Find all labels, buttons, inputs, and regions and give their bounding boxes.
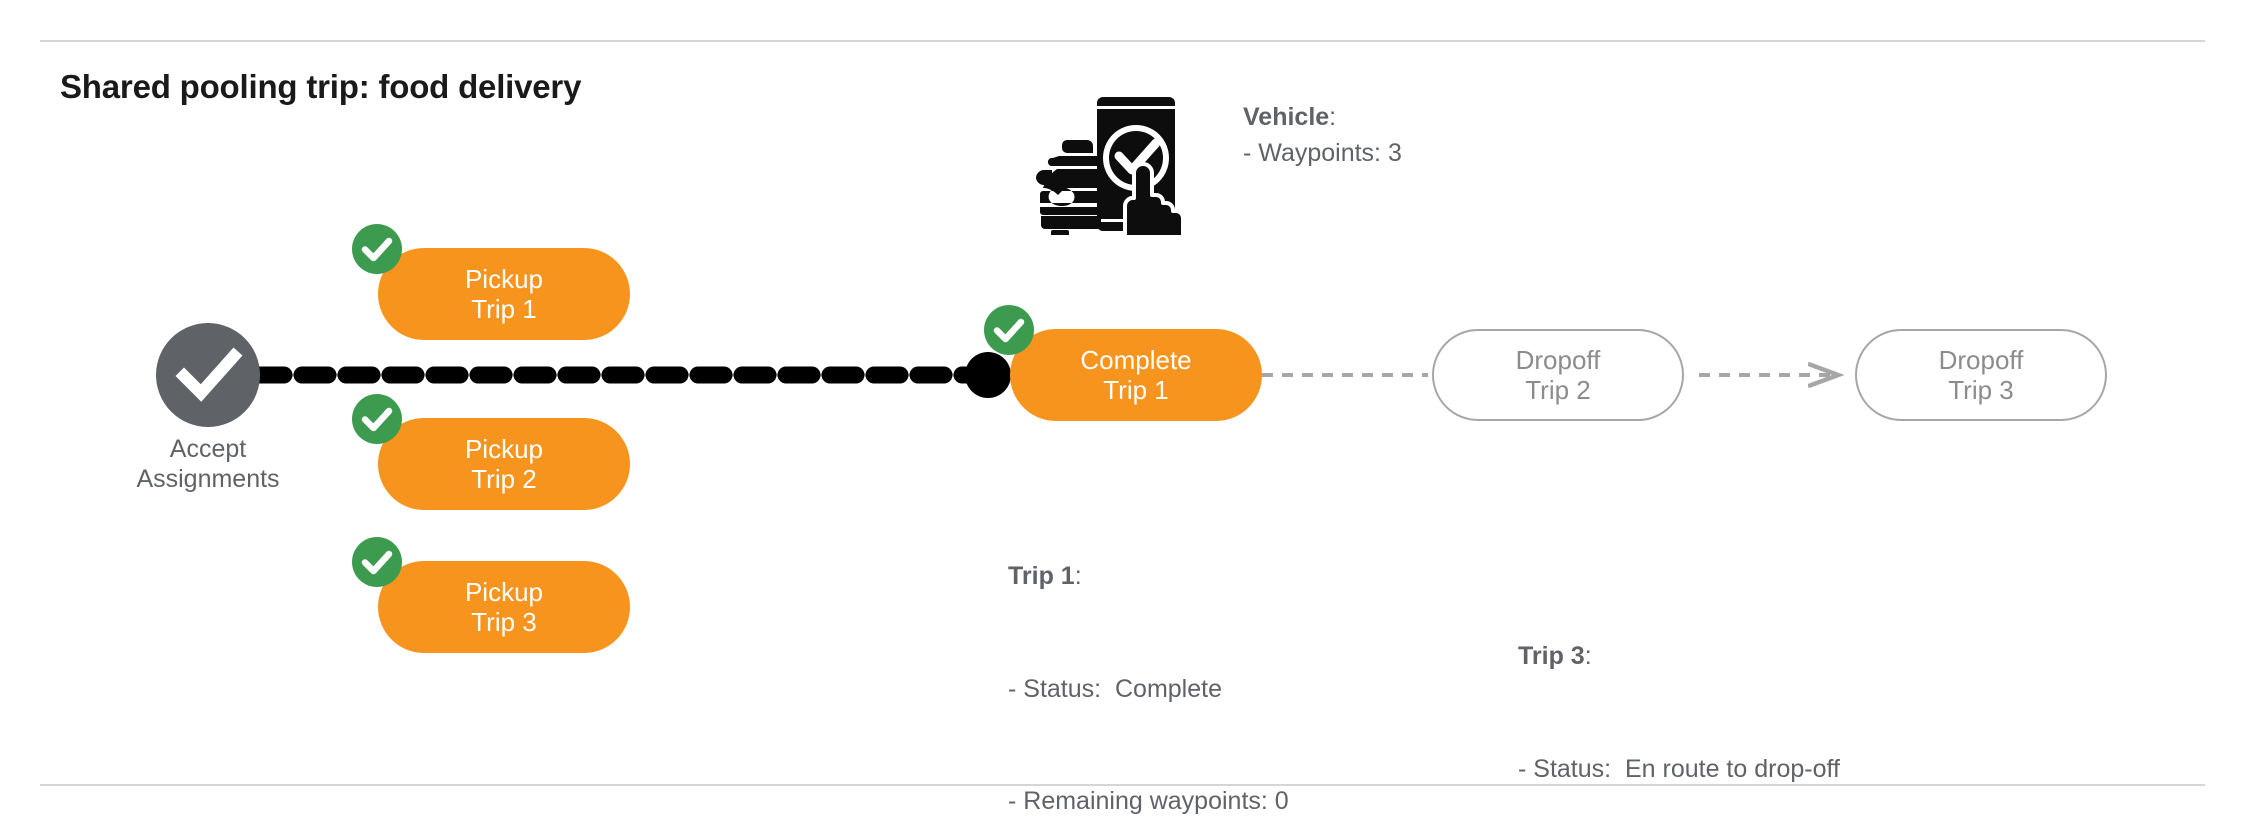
trip-1-status: - Status: Complete <box>1008 674 1222 703</box>
node-dropoff-trip-2[interactable]: Dropoff Trip 2 <box>1432 329 1684 421</box>
trip-1-heading: Trip 1: <box>1008 558 1330 596</box>
trip-3-heading: Trip 3: <box>1518 638 1840 676</box>
trip-details-right: Trip 3: - Status: En route to drop-off -… <box>1518 563 1840 825</box>
trip-1-colon: : <box>1074 562 1082 590</box>
pickup-trip-3-line2: Trip 3 <box>471 607 537 637</box>
pickup-trip-1-line2: Trip 1 <box>471 294 537 324</box>
connector-endpoint-dot <box>965 352 1011 398</box>
node-complete-trip-1[interactable]: Complete Trip 1 <box>984 305 1262 421</box>
pickup-trip-3-line1: Pickup <box>464 576 544 607</box>
check-badge-icon <box>984 305 1034 355</box>
trip-1-waypoints: - Remaining waypoints: 0 <box>1008 787 1289 815</box>
trip-3-label: Trip 3 <box>1518 642 1585 670</box>
accept-label-line2: Assignments <box>136 464 280 493</box>
trip-details-left: Trip 1: - Status: Complete - Remaining w… <box>1008 483 1330 825</box>
accept-assignments-label: Accept Assignments <box>96 435 320 494</box>
pickup-trip-1-line1: Pickup <box>464 263 544 294</box>
vehicle-caption: Vehicle: - Waypoints: 3 <box>1243 99 1402 171</box>
car-phone-tap-icon <box>1033 85 1185 256</box>
dropoff-trip-3-line2: Trip 3 <box>1948 375 2014 405</box>
check-badge-icon <box>352 224 402 274</box>
page-title: Shared pooling trip: food delivery <box>60 68 582 105</box>
pickup-trip-2-line1: Pickup <box>464 433 544 464</box>
check-badge-icon <box>352 394 402 444</box>
trip-3-status: - Status: En route to drop-off <box>1518 754 1840 783</box>
node-pickup-trip-2[interactable]: Pickup Trip 2 <box>352 394 630 510</box>
trip-3-colon: : <box>1584 642 1592 670</box>
accept-label-line1: Accept <box>169 435 247 463</box>
dropoff-trip-2-line1: Dropoff <box>1515 344 1601 375</box>
complete-trip-1-line1: Complete <box>1080 344 1192 375</box>
pickup-trip-2-line2: Trip 2 <box>471 464 537 494</box>
dropoff-trip-2-line2: Trip 2 <box>1525 375 1591 405</box>
node-pickup-trip-3[interactable]: Pickup Trip 3 <box>352 537 630 653</box>
complete-trip-1-line2: Trip 1 <box>1103 375 1169 405</box>
vehicle-colon: : <box>1329 103 1337 131</box>
node-accept-assignments[interactable]: Accept Assignments <box>136 323 280 493</box>
top-divider <box>40 40 2205 42</box>
vehicle-label: Vehicle <box>1243 103 1330 131</box>
dropoff-trip-3-line1: Dropoff <box>1938 344 2024 375</box>
vehicle-waypoints: - Waypoints: 3 <box>1243 139 1402 167</box>
trip-1-label: Trip 1 <box>1008 562 1075 590</box>
vehicle-caption-title: Vehicle: <box>1243 99 1402 135</box>
check-badge-icon <box>352 537 402 587</box>
node-dropoff-trip-3[interactable]: Dropoff Trip 3 <box>1855 329 2107 421</box>
bottom-divider <box>40 784 2205 786</box>
node-pickup-trip-1[interactable]: Pickup Trip 1 <box>352 224 630 340</box>
check-circle-icon <box>156 323 260 427</box>
